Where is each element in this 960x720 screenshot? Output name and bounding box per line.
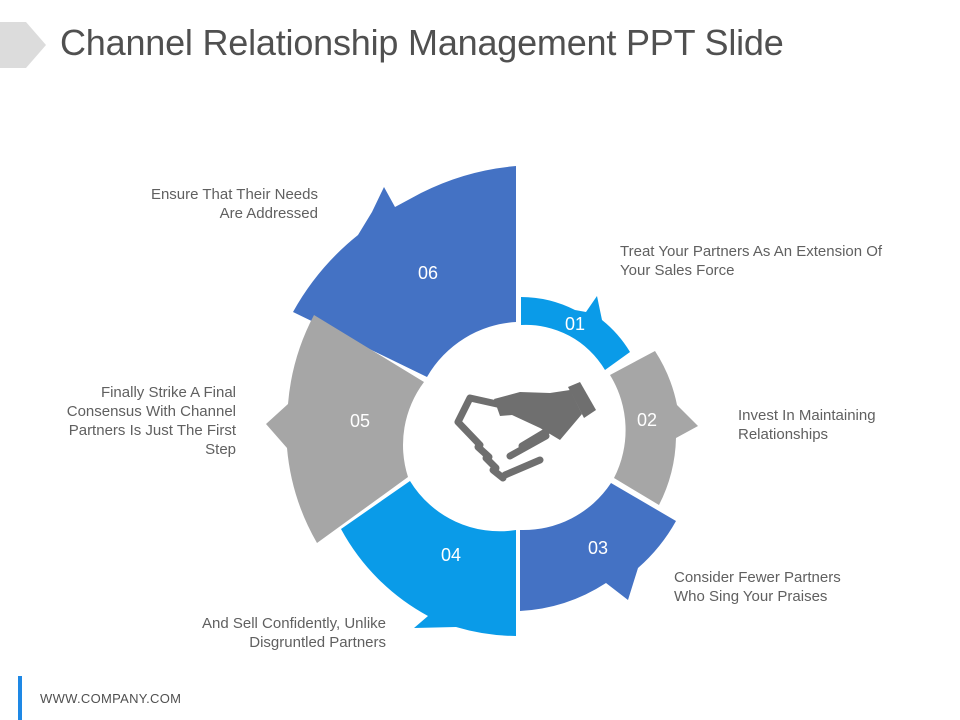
segment-number-05: 05 <box>350 411 371 431</box>
segment-number-01: 01 <box>565 314 586 334</box>
footer-accent-bar <box>18 676 22 720</box>
segment-01-shape <box>521 296 630 370</box>
segment-number-03: 03 <box>588 538 609 558</box>
segment-06-shape <box>293 166 516 377</box>
segment-03-shape <box>520 483 676 611</box>
segment-06-description: Ensure That Their Needs Are Addressed <box>150 186 318 222</box>
segment-04-shape <box>341 481 516 636</box>
segment-03-description: Consider Fewer Partners Who Sing Your Pr… <box>674 569 841 605</box>
segment-number-02: 02 <box>637 410 658 430</box>
segment-01-description: Treat Your Partners As An Extension Of Y… <box>620 243 883 279</box>
handshake-icon <box>454 382 596 482</box>
segment-02-description: Invest In Maintaining Relationships <box>738 407 876 443</box>
segment-05-description: Finally Strike A Final Consensus With Ch… <box>66 384 236 458</box>
title-arrow-shape <box>0 22 46 68</box>
segment-02-shape <box>610 351 698 505</box>
segment-05-shape <box>266 315 424 543</box>
segment-number-06: 06 <box>418 263 439 283</box>
page-title: Channel Relationship Management PPT Slid… <box>60 22 784 63</box>
segment-04-description: And Sell Confidently, Unlike Disgruntled… <box>202 615 386 651</box>
segment-number-04: 04 <box>441 545 462 565</box>
footer-website: WWW.COMPANY.COM <box>40 691 182 706</box>
